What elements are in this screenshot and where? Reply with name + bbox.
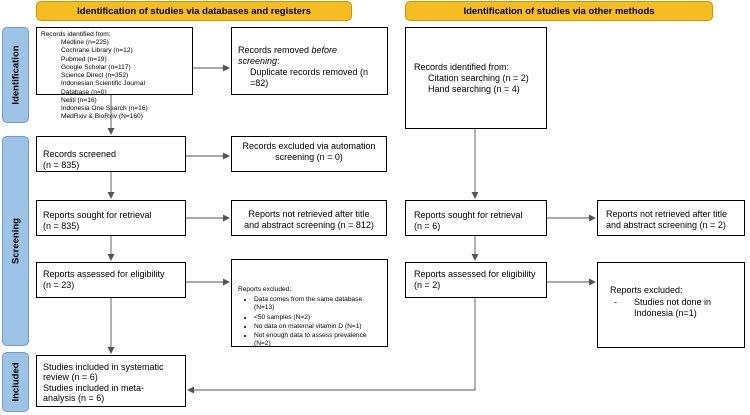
studies-included-line1: Studies included in systematic (43, 362, 164, 372)
other-reports-assessed-box: Reports assessed for eligibility (n = 2) (405, 262, 547, 298)
records-removed-title-prefix: Records removed (238, 45, 312, 55)
source-item: Neliti (n=16) (61, 96, 97, 104)
source-item: Cochrane Library (n=12) (61, 47, 133, 55)
other-reports-assessed-line2: (n = 2) (414, 279, 441, 290)
records-removed-line1: Duplicate records removed (n (250, 66, 369, 77)
other-reports-not-retrieved-box: Reports not retrieved after title and ab… (597, 200, 745, 236)
reports-sought-line1: Reports sought for retrieval (43, 210, 152, 220)
exclusion-reason: Not enough data to assess prevalence (N=… (254, 332, 381, 348)
records-removed-title-emph: before screening (238, 45, 338, 66)
records-screened-line1: Records screened (43, 149, 117, 159)
studies-included-line3: Studies included in meta- (43, 382, 145, 393)
reports-excluded-list: Data comes from the same database (N=13)… (238, 296, 381, 348)
reports-excluded-box: Reports excluded: Data comes from the sa… (231, 259, 388, 347)
records-screened-box: Records screened (n = 835) (36, 136, 186, 172)
other-records-identified-title: Records identified from: (414, 62, 510, 72)
source-item: Pubmed (n=19) (61, 55, 107, 63)
source-item: Google Scholar (n=117) (61, 63, 131, 71)
reports-excluded-title: Reports excluded: (238, 286, 292, 293)
records-excluded-automation-line2: screening (n = 0) (275, 151, 343, 162)
studies-included-line2: review (n = 6) (43, 372, 98, 383)
phase-screening: Screening (2, 136, 29, 346)
header-other-methods: Identification of studies via other meth… (405, 1, 713, 21)
arrow-other-assessed-to-included (187, 298, 476, 394)
records-excluded-automation-line1: Records excluded via automation (242, 141, 376, 151)
records-identified-box: Records identified from: Medline (n=225)… (36, 27, 193, 120)
records-screened-line2: (n = 835) (43, 159, 80, 170)
other-reports-sought-line1: Reports sought for retrieval (414, 210, 523, 220)
source-item: MedRxiv & BioRxiv (N=160) (61, 113, 143, 121)
other-exclusion-dash: - (614, 296, 617, 307)
other-reports-sought-box: Reports sought for retrieval (n = 6) (405, 200, 547, 236)
exclusion-reason: No data on maternal vitamin D (N=1) (254, 323, 381, 331)
other-reports-excluded-title: Reports excluded: (610, 285, 683, 295)
other-reports-not-retrieved-line2: and abstract screening (n = 2) (606, 219, 726, 230)
reports-assessed-line1: Reports assessed for eligibility (43, 269, 165, 279)
source-item: Database (n=0) (61, 88, 107, 96)
studies-included-box: Studies included in systematic review (n… (36, 355, 186, 407)
other-reports-not-retrieved-line1: Reports not retrieved after title (606, 209, 728, 219)
reports-sought-line2: (n = 835) (43, 220, 80, 231)
reports-sought-box: Reports sought for retrieval (n = 835) (36, 200, 186, 236)
reports-not-retrieved-line2: and abstract screening (n = 812) (244, 219, 374, 230)
reports-assessed-box: Reports assessed for eligibility (n = 23… (36, 262, 186, 298)
records-identified-title: Records identified from: (41, 31, 111, 38)
other-exclusion-line2: Indonesia (n=1) (634, 307, 697, 318)
other-source-item: Hand searching (n = 4) (428, 83, 520, 94)
other-reports-assessed-line1: Reports assessed for eligibility (414, 269, 536, 279)
other-exclusion-line1: Studies not done in (634, 296, 712, 307)
source-item: Science Direct (n=352) (61, 72, 129, 80)
exclusion-reason: Data comes from the same database (N=13) (254, 296, 381, 312)
source-item: Indonesian Scientific Journal (61, 80, 145, 88)
exclusion-reason: <50 samples (N=2) (254, 314, 381, 322)
reports-assessed-line2: (n = 23) (43, 279, 75, 290)
reports-not-retrieved-line1: Reports not retrieved after title (248, 209, 370, 219)
other-reports-sought-line2: (n = 6) (414, 220, 441, 231)
records-removed-box: Records removed before screening: Duplic… (231, 27, 388, 95)
records-removed-title-suffix: : (277, 55, 280, 66)
source-item: Medline (n=225) (61, 39, 109, 47)
records-removed-title: Records removed before screening: (238, 45, 381, 67)
other-exclusion-reason: - Studies not done in (610, 297, 738, 308)
reports-not-retrieved-box: Reports not retrieved after title and ab… (231, 200, 387, 236)
records-excluded-automation-box: Records excluded via automation screenin… (231, 136, 387, 172)
other-reports-excluded-box: Reports excluded: - Studies not done in I… (597, 262, 745, 348)
other-source-item: Citation searching (n = 2) (428, 72, 529, 83)
studies-included-line4: analysis (n = 6) (43, 393, 105, 404)
records-removed-line2: =82) (250, 77, 269, 88)
phase-included: Included (2, 352, 29, 412)
other-records-identified-box: Records identified from: Citation search… (405, 27, 547, 129)
phase-identification: Identification (2, 27, 29, 123)
header-databases: Identification of studies via databases … (36, 1, 352, 21)
source-item: Indonesia One Search (n=16) (61, 105, 148, 113)
